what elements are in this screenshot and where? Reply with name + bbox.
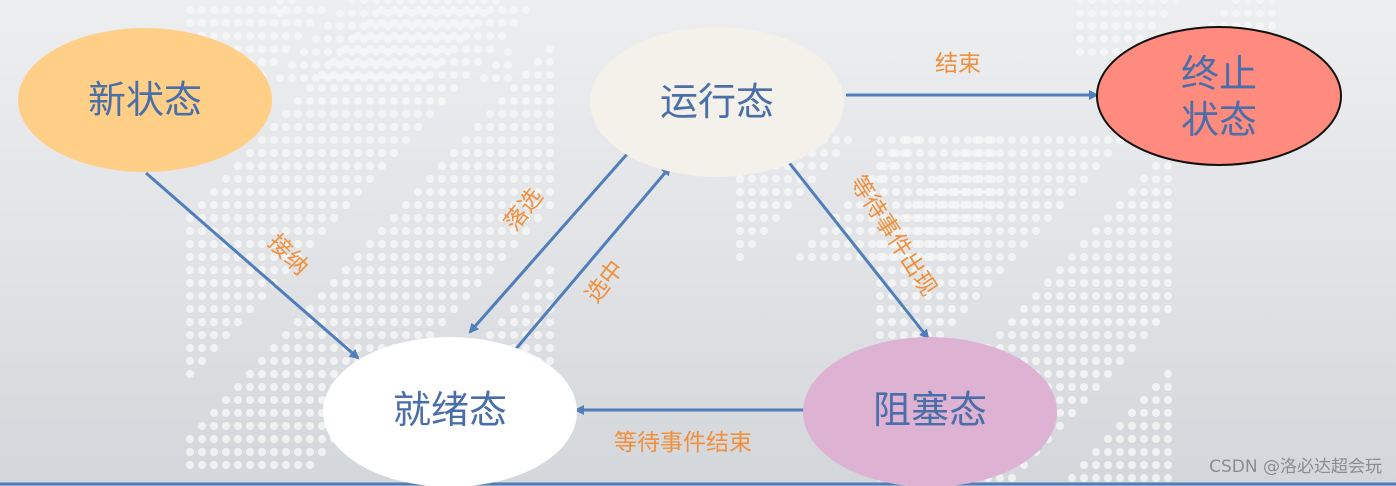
node-ready-shape [323,337,577,486]
node-ready-label: 就绪态 [393,388,507,432]
node-running-shape [590,27,844,177]
node-blocked-label: 阻塞态 [873,388,987,432]
node-terminated-label-line2: 状态 [1181,98,1257,142]
node-running-label: 运行态 [660,80,774,124]
edge-label-exit: 结束 [935,51,981,77]
edge-running-to-blocked [785,159,930,340]
node-blocked-shape [803,337,1057,486]
edge-label-event-done: 等待事件结束 [614,430,752,456]
edge-new-to-ready [145,171,360,360]
node-terminated-shape [1096,26,1342,166]
edge-running-to-ready [468,152,630,334]
node-terminated-label-line1: 终止 [1181,52,1257,96]
node-running: 运行态 [590,27,844,177]
watermark: CSDN @洛必达超会玩 [1209,457,1382,477]
node-terminated: 终止 状态 [1096,26,1342,166]
node-blocked: 阻塞态 [803,337,1057,486]
node-new-shape [18,28,272,172]
edge-ready-to-running [513,165,672,351]
edge-label-admit: 接纳 [263,230,314,281]
node-new-label: 新状态 [88,78,202,122]
node-new: 新状态 [18,28,272,172]
node-ready: 就绪态 [323,337,577,486]
